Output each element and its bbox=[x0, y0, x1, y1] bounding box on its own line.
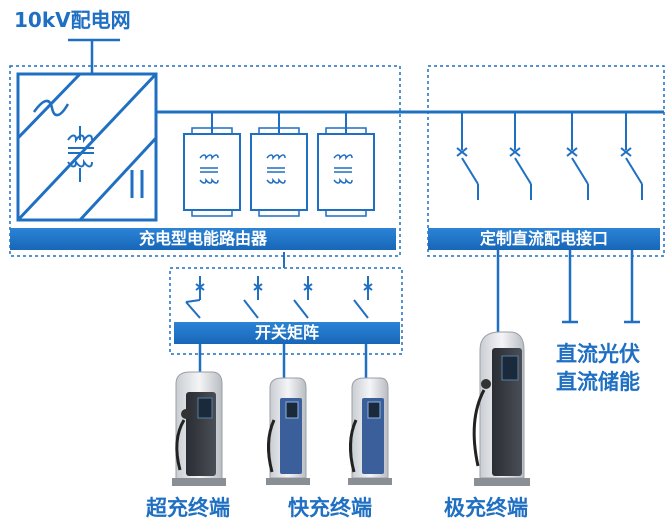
transformer-icon bbox=[67, 126, 94, 182]
dc-switch-3 bbox=[566, 112, 589, 200]
matrix-switch-1 bbox=[185, 276, 205, 319]
dc-switch-4 bbox=[620, 112, 643, 200]
router-frame bbox=[9, 65, 401, 257]
switch-matrix-frame bbox=[169, 267, 403, 355]
dc-interface-frame bbox=[427, 65, 665, 257]
super-terminal-label: 超充终端 bbox=[146, 496, 230, 520]
dc-interface-label-bar: 定制直流配电接口 bbox=[428, 228, 660, 250]
matrix-switch-2 bbox=[243, 276, 263, 319]
grid-label: 10kV配电网 bbox=[14, 8, 131, 32]
router-label-bar: 充电型电能路由器 bbox=[10, 228, 396, 250]
fast-charger-image-1 bbox=[266, 377, 310, 485]
matrix-switch-4 bbox=[353, 276, 373, 319]
fast-charger-image-2 bbox=[348, 377, 392, 485]
ac-wave-icon bbox=[32, 99, 70, 117]
fast-terminal-label: 快充终端 bbox=[288, 496, 372, 520]
dc-module-1 bbox=[183, 112, 241, 217]
converter-diagonal-2 bbox=[78, 136, 158, 222]
super-charger-image bbox=[172, 371, 226, 486]
storage-feeder bbox=[624, 250, 640, 324]
pole-terminal-label: 极充终端 bbox=[444, 496, 528, 520]
dc-switch-2 bbox=[509, 112, 532, 200]
converter-diagonal-3 bbox=[16, 72, 82, 140]
converter-box bbox=[16, 72, 158, 222]
storage-label: 直流储能 bbox=[556, 370, 640, 394]
matrix-switch-3 bbox=[293, 276, 313, 319]
dc-symbol-icon bbox=[130, 170, 144, 198]
pole-charger-image bbox=[472, 331, 530, 486]
dc-module-2 bbox=[250, 112, 308, 217]
pv-feeder bbox=[562, 250, 578, 324]
dc-module-3 bbox=[317, 112, 375, 217]
pv-label: 直流光伏 bbox=[556, 342, 640, 366]
dc-switch-1 bbox=[456, 112, 479, 200]
switch-matrix-label-bar: 开关矩阵 bbox=[174, 322, 400, 344]
